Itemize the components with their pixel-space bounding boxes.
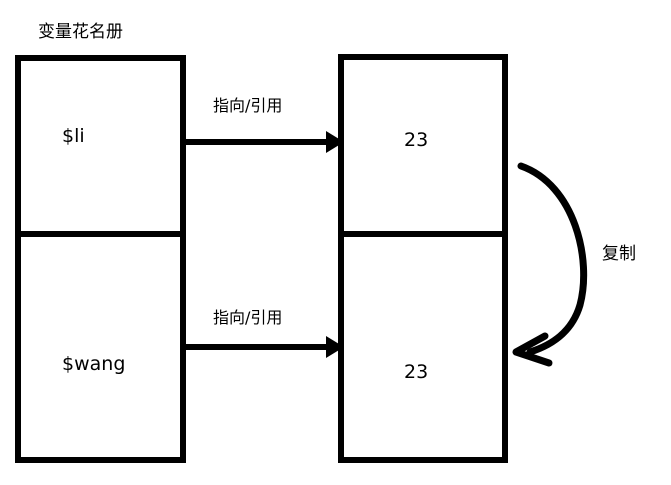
variable-table-box	[15, 55, 186, 463]
variable-row-label-wang: $wang	[62, 353, 126, 375]
value-row-bottom: 23	[404, 361, 429, 383]
variable-table-title: 变量花名册	[38, 22, 123, 42]
value-table-box	[338, 54, 508, 463]
edge-label-reference-bottom: 指向/引用	[213, 308, 283, 327]
edge-label-reference-top: 指向/引用	[213, 96, 283, 115]
copy-arrow	[512, 162, 588, 367]
variable-row-label-li: $li	[62, 125, 85, 147]
reference-arrow-top	[186, 131, 344, 153]
value-row-top: 23	[404, 129, 429, 151]
edge-label-copy: 复制	[602, 244, 636, 264]
reference-arrow-bottom	[186, 336, 344, 358]
